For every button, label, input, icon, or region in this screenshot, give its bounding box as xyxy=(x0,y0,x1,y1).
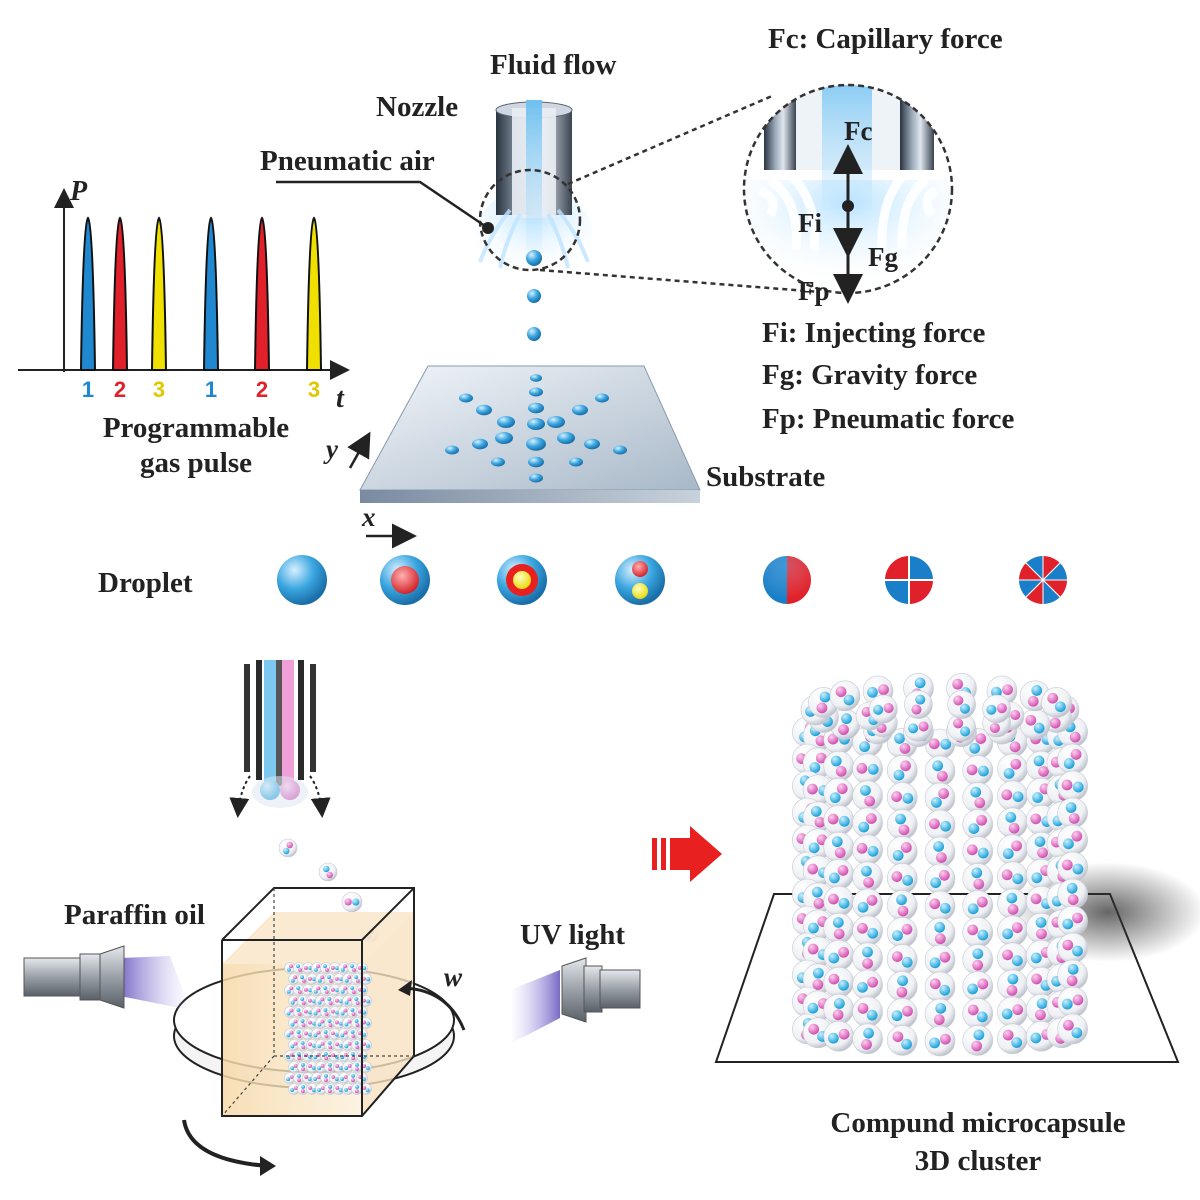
droplet-dual-core xyxy=(615,555,665,605)
p-axis-label: P xyxy=(69,176,88,207)
substrate-droplet xyxy=(528,402,544,414)
substrate-droplet xyxy=(529,473,543,483)
fluid-flow-label: Fluid flow xyxy=(490,49,617,81)
gas-pulse-label: 3 xyxy=(308,377,320,402)
y-axis-label: y xyxy=(323,434,339,464)
substrate-droplet xyxy=(529,387,543,397)
substrate-droplet xyxy=(472,438,488,450)
leader-dot xyxy=(482,222,494,234)
gas-pulse-caption-1: Programmable xyxy=(103,412,289,444)
gas-pulse-label: 2 xyxy=(114,377,126,402)
gas-pulse-label: 3 xyxy=(153,377,165,402)
droplet-janus xyxy=(763,556,811,604)
falling-droplet xyxy=(527,327,541,341)
nozzle-assembly: Fluid flow Nozzle Pneumatic air xyxy=(260,49,821,341)
substrate: Substrate x y xyxy=(323,365,825,549)
substrate-droplet-pattern xyxy=(445,374,627,483)
tank-microcapsule-column xyxy=(284,962,372,1095)
nozzle-label: Nozzle xyxy=(376,91,458,123)
paraffin-oil-label: Paraffin oil xyxy=(64,899,205,931)
droplet-core xyxy=(380,555,430,605)
substrate-droplet xyxy=(530,374,542,382)
substrate-droplet xyxy=(491,457,505,467)
microcapsule-cluster: Compund microcapsule 3D cluster xyxy=(714,673,1200,1177)
substrate-droplet xyxy=(526,437,546,451)
gas-pulse-label: 1 xyxy=(205,377,217,402)
substrate-droplet xyxy=(547,416,565,428)
substrate-droplet xyxy=(557,432,575,444)
pneumatic-air-leader xyxy=(276,180,489,230)
gas-pulse-label: 2 xyxy=(256,377,268,402)
droplet-label: Droplet xyxy=(98,567,193,599)
droplet-quad xyxy=(885,556,933,604)
x-axis-label: x xyxy=(361,502,376,532)
zoom-connector-top xyxy=(567,94,773,186)
paraffin-oil-surface xyxy=(222,912,414,964)
detail-circle-small xyxy=(478,168,582,272)
substrate-droplet xyxy=(476,404,492,416)
uv-light-left xyxy=(23,945,190,1010)
gas-pulse-peak xyxy=(111,216,129,371)
pneumatic-air-label: Pneumatic air xyxy=(260,145,435,177)
substrate-droplet xyxy=(569,457,583,467)
gas-pulse-peak xyxy=(253,216,271,371)
w-label: w xyxy=(444,962,463,992)
gas-pulse-peak xyxy=(79,216,97,371)
t-axis-label: t xyxy=(336,383,345,414)
substrate-droplet xyxy=(527,418,545,430)
substrate-droplet xyxy=(497,416,515,428)
fc-label: Fc xyxy=(844,116,872,146)
process-arrow xyxy=(652,826,722,882)
zoom-connector-bottom xyxy=(539,268,821,294)
falling-droplet xyxy=(526,250,542,266)
zoom-detail: Fc Fi Fg Fp xyxy=(742,83,954,306)
w-rotation-arrow-top xyxy=(403,986,466,1031)
fg-label: Fg xyxy=(868,242,898,272)
cluster-caption-2: 3D cluster xyxy=(915,1145,1042,1177)
legend-pneumatic: Fp: Pneumatic force xyxy=(762,403,1014,435)
force-legend: Fc: Capillary force Fi: Injecting force … xyxy=(762,23,1014,435)
substrate-droplet xyxy=(459,393,473,403)
y-axis-arrow xyxy=(347,431,371,469)
fluid-jet xyxy=(526,100,542,250)
droplet-octa xyxy=(1019,556,1067,604)
substrate-droplet xyxy=(613,445,627,455)
rotation-arrow xyxy=(182,1119,269,1168)
substrate-droplet xyxy=(528,456,544,468)
falling-droplet xyxy=(527,289,541,303)
droplet-double-core xyxy=(497,555,547,605)
fp-label: Fp xyxy=(798,276,830,306)
multichannel-nozzle xyxy=(229,660,379,943)
gas-pulse-peak xyxy=(150,216,168,371)
substrate-droplet xyxy=(572,404,588,416)
uv-light-label: UV light xyxy=(520,919,625,951)
gas-pulse-peak xyxy=(305,216,323,371)
droplet-types-row: Droplet xyxy=(98,555,1067,605)
substrate-droplet xyxy=(584,438,600,450)
substrate-droplet xyxy=(445,445,459,455)
legend-gravity: Fg: Gravity force xyxy=(762,359,977,391)
droplet-plain xyxy=(277,555,327,605)
gas-pulse-label: 1 xyxy=(82,377,94,402)
substrate-label: Substrate xyxy=(706,461,825,493)
fi-label: Fi xyxy=(798,208,822,238)
cluster-caption-1: Compund microcapsule xyxy=(830,1107,1125,1139)
uv-light-right: UV light xyxy=(510,919,641,1044)
gas-pulse-peak xyxy=(202,216,220,371)
legend-injecting: Fi: Injecting force xyxy=(762,317,985,349)
substrate-droplet xyxy=(595,393,609,403)
gas-pulse-caption-2: gas pulse xyxy=(140,447,252,479)
oil-tank-setup: w Paraffin oil xyxy=(64,887,466,1176)
cluster-spheres xyxy=(792,673,1088,1057)
legend-capillary: Fc: Capillary force xyxy=(768,23,1003,55)
substrate-droplet xyxy=(495,432,513,444)
